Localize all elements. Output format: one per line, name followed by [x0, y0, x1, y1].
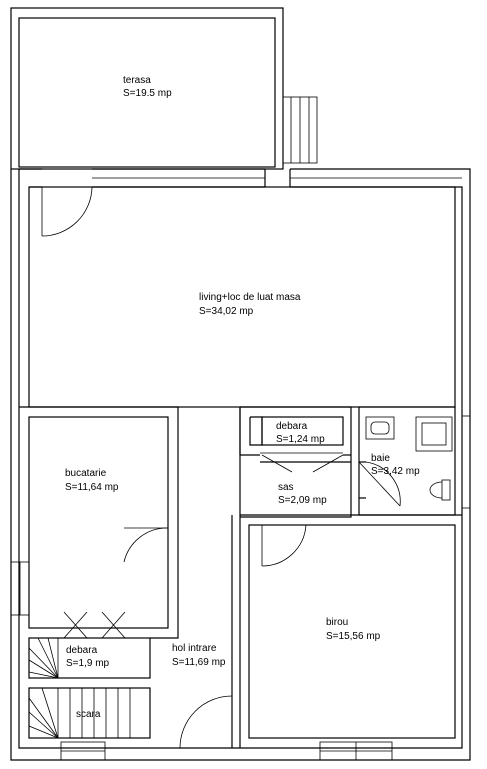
- label-debara1: debara S=1,24 mp: [276, 421, 325, 445]
- toilet-icon: [429, 479, 451, 501]
- room-name: sas: [278, 482, 294, 493]
- baie-door: [358, 461, 401, 507]
- label-terasa: terasa S=19.5 mp: [123, 75, 172, 99]
- room-area: S=1,9 mp: [66, 658, 110, 669]
- room-name: birou: [326, 617, 348, 628]
- living-door: [41, 186, 93, 237]
- room-name: bucatarie: [65, 468, 107, 479]
- birou-walls: [248, 514, 462, 739]
- debara2-walls: [28, 611, 151, 679]
- room-area: S=11,64 mp: [65, 482, 119, 493]
- room-area: S=34,02 mp: [199, 306, 254, 317]
- room-name: scara: [76, 709, 101, 720]
- south-window-right: [319, 741, 393, 761]
- bathtub-icon: [415, 416, 453, 452]
- room-area: S=2,09 mp: [278, 495, 327, 506]
- bucatarie-walls: [19, 406, 179, 639]
- label-scara: scara: [76, 709, 101, 720]
- hol-walls: [231, 407, 249, 748]
- terrace-steps: [282, 96, 318, 164]
- room-name: baie: [371, 453, 390, 464]
- entrance-door: [179, 695, 233, 749]
- room-name: debara: [66, 645, 98, 656]
- room-name: debara: [276, 421, 308, 432]
- room-area: S=1,24 mp: [276, 434, 325, 445]
- room-name: living+loc de luat masa: [199, 292, 301, 303]
- west-window: [10, 561, 30, 616]
- room-area: S=19.5 mp: [123, 88, 172, 99]
- label-debara2: debara S=1,9 mp: [66, 645, 110, 669]
- scara-walls: [28, 687, 151, 739]
- label-hol: hol intrare S=11,69 mp: [172, 643, 226, 668]
- sink-icon: [365, 416, 395, 440]
- room-area: S=11,69 mp: [172, 657, 226, 668]
- room-area: S=15,56 mp: [326, 631, 381, 642]
- label-baie: baie S=3,42 mp: [371, 453, 420, 477]
- kitchen-door: [123, 527, 169, 563]
- south-window-left: [60, 741, 106, 761]
- label-birou: birou S=15,56 mp: [326, 617, 381, 642]
- label-bucatarie: bucatarie S=11,64 mp: [65, 468, 119, 493]
- room-name: terasa: [123, 75, 151, 86]
- debara1-doors: [261, 454, 344, 473]
- room-name: hol intrare: [172, 643, 217, 654]
- room-area: S=3,42 mp: [371, 466, 420, 477]
- birou-door: [261, 524, 307, 567]
- label-living: living+loc de luat masa S=34,02 mp: [199, 292, 301, 317]
- stair-winder: [28, 637, 59, 679]
- east-window: [461, 415, 471, 509]
- label-sas: sas S=2,09 mp: [278, 482, 327, 506]
